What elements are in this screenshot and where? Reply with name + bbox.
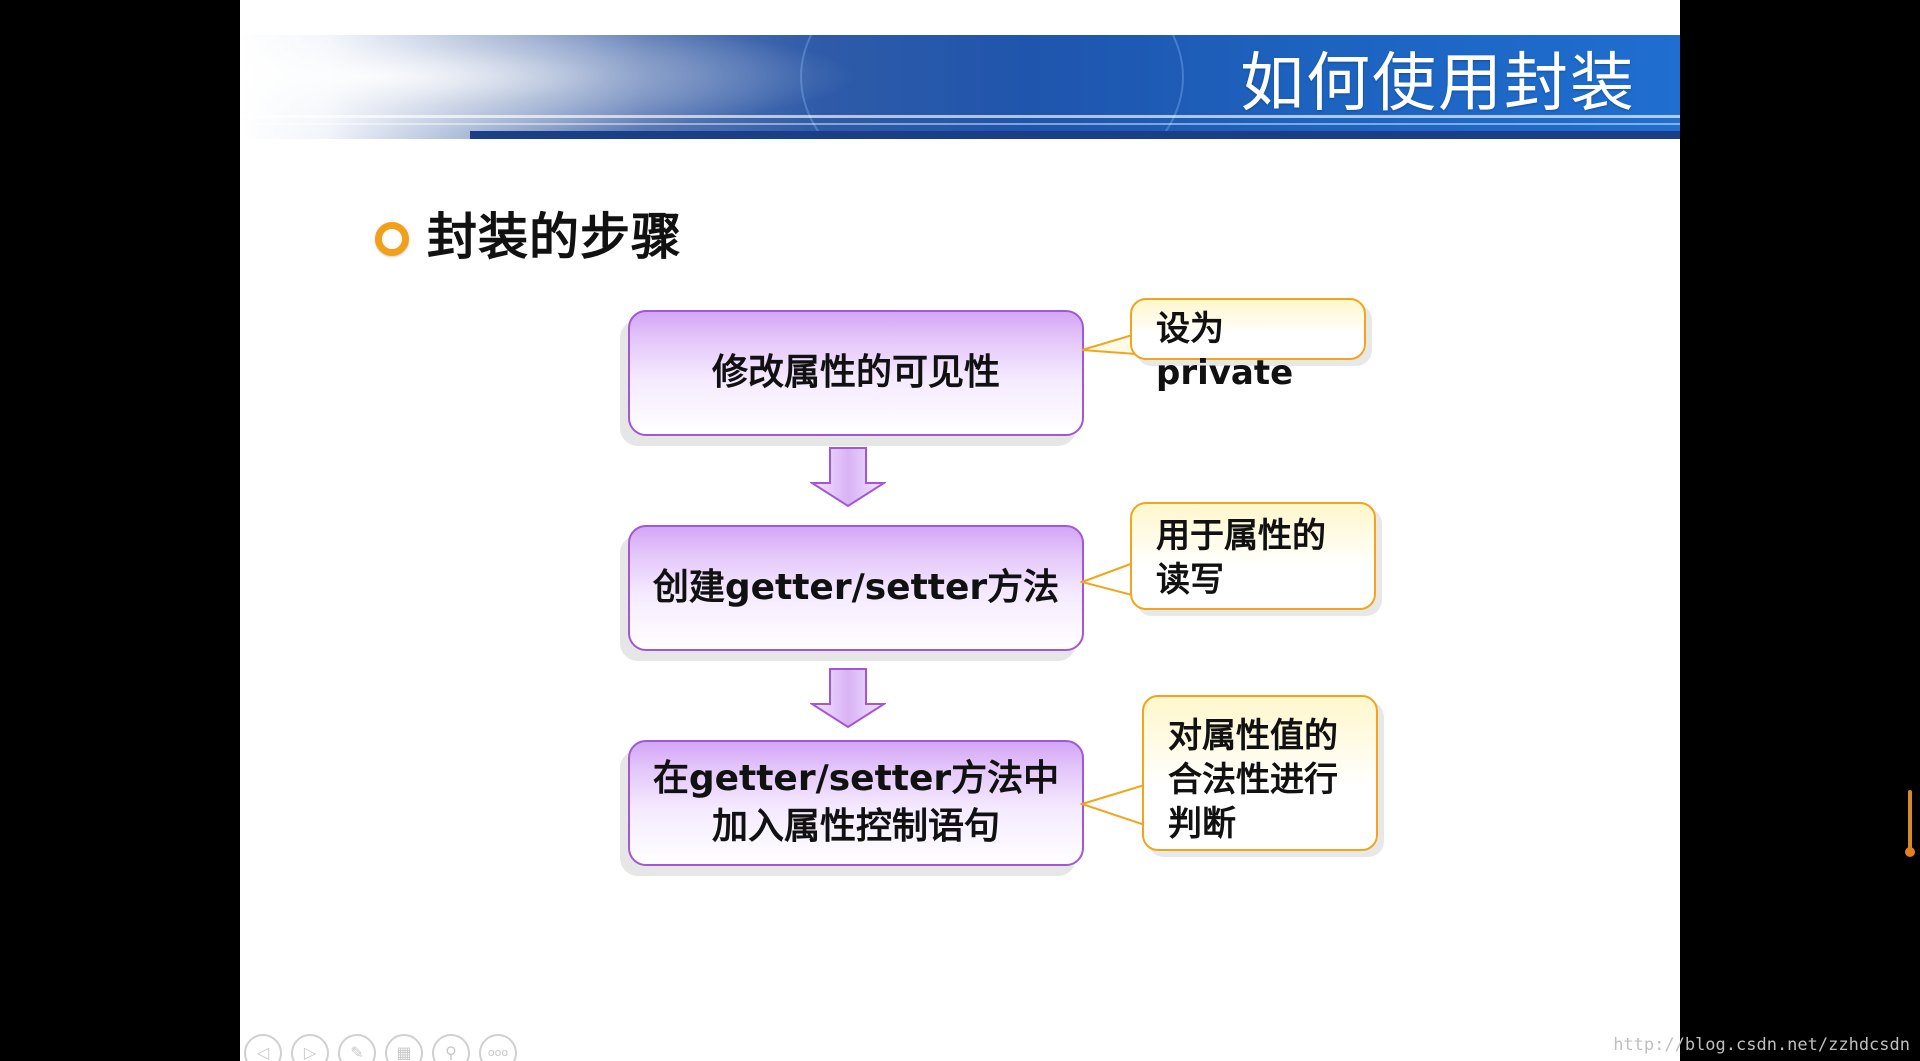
page-title: 如何使用封装 (1240, 47, 1636, 121)
callout-private: 设为private (1130, 298, 1366, 393)
callout-pointer (1080, 783, 1148, 827)
next-slide-button[interactable]: ▷ (291, 1034, 329, 1061)
zoom-icon: ⚲ (445, 1043, 457, 1061)
zoom-button[interactable]: ⚲ (432, 1034, 470, 1061)
step-label-line2: 加入属性控制语句 (711, 806, 1000, 847)
step-box-control-statements: 在getter/setter方法中 加入属性控制语句 (628, 740, 1084, 866)
step-box-getter-setter: 创建getter/setter方法 (628, 525, 1084, 651)
callout-text: 设为private (1156, 309, 1294, 393)
callout-line2: 合法性进行 (1168, 760, 1338, 800)
section-title: 封装的步骤 (427, 208, 682, 266)
slide: 如何使用封装 封装的步骤 修改属性的可见性 创建getter/setter方法 (240, 0, 1680, 1061)
down-arrow-icon (810, 447, 886, 507)
bullet-icon (375, 222, 409, 256)
header-banner (240, 35, 1680, 139)
more-icon: ooo (487, 1046, 509, 1059)
callout-validation: 对属性值的 合法性进行 判断 (1142, 695, 1378, 851)
scroll-indicator[interactable] (1905, 790, 1915, 857)
callout-read-write: 用于属性的 读写 (1130, 502, 1376, 610)
pen-icon: ✎ (350, 1043, 364, 1061)
callout-line1: 对属性值的 (1168, 716, 1338, 756)
step-label: 修改属性的可见性 (711, 352, 1000, 393)
pen-tool-button[interactable]: ✎ (338, 1034, 376, 1061)
step-label: 创建getter/setter方法 (652, 567, 1060, 608)
callout-pointer (1081, 333, 1136, 355)
more-options-button[interactable]: ooo (479, 1034, 517, 1061)
callout-line1: 用于属性的 (1156, 516, 1326, 556)
slide-grid-button[interactable]: ▦ (385, 1034, 423, 1061)
callout-line3: 判断 (1168, 804, 1236, 844)
callout-pointer (1080, 561, 1136, 597)
watermark: http://blog.csdn.net/zzhdcsdn (1613, 1035, 1910, 1055)
grid-icon: ▦ (396, 1043, 412, 1061)
down-arrow-icon (810, 668, 886, 728)
next-icon: ▷ (303, 1043, 317, 1061)
callout-line2: 读写 (1156, 560, 1224, 600)
step-label-line1: 在getter/setter方法中 (652, 758, 1060, 799)
prev-icon: ◁ (256, 1043, 270, 1061)
step-box-visibility: 修改属性的可见性 (628, 310, 1084, 436)
previous-slide-button[interactable]: ◁ (244, 1034, 282, 1061)
